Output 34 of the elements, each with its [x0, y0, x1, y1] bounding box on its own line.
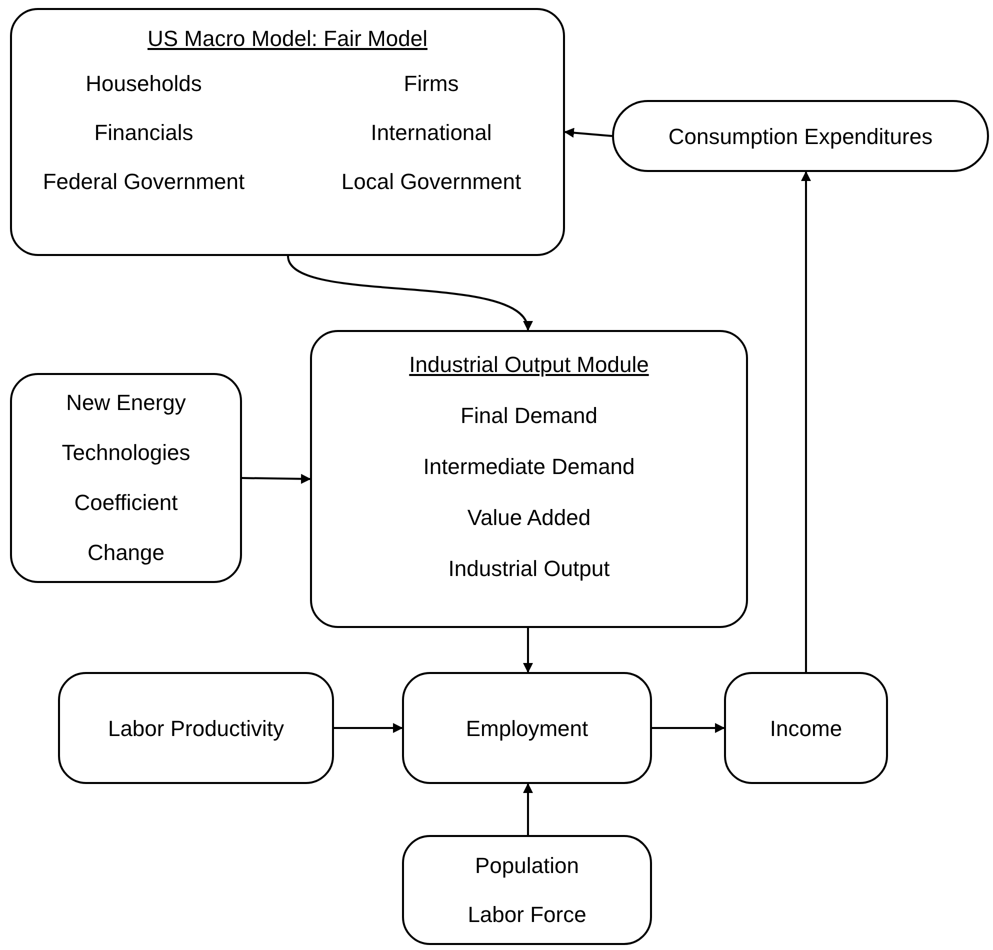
node-text: Financials [93, 119, 194, 147]
arrow [334, 723, 403, 733]
node-text: Value Added [467, 504, 591, 532]
process-box [10, 373, 242, 583]
node-text: Federal Government [42, 168, 246, 196]
node-text: Income [770, 714, 842, 742]
process-box [58, 672, 334, 784]
node-text: Employment [466, 714, 588, 743]
arrow [287, 256, 530, 331]
process-box [724, 672, 888, 784]
arrow [242, 474, 311, 484]
process-box [10, 8, 565, 256]
node-text: Final Demand [460, 402, 598, 430]
process-box [310, 330, 748, 628]
node-text: Intermediate Demand [423, 453, 635, 481]
node-text: International [370, 119, 493, 147]
arrow [652, 723, 725, 733]
node-text: Labor Force [468, 901, 586, 929]
heading-text: US Macro Model: Fair Model [148, 25, 428, 53]
node-text: Consumption Expenditures [668, 122, 933, 151]
node-text: Industrial Output [448, 555, 610, 583]
node-text: New Energy Technologies Coefficient Change [60, 389, 192, 567]
node-text: Firms [402, 70, 460, 98]
node-text: Labor Productivity [108, 714, 284, 743]
arrow [523, 783, 533, 835]
arrow [523, 628, 533, 673]
process-box [402, 835, 652, 945]
arrow [564, 128, 612, 138]
node-text: Local Government [340, 168, 522, 196]
node-text: Households [84, 70, 203, 98]
arrow [801, 171, 811, 672]
heading-text: Industrial Output Module [409, 351, 649, 379]
process-box [402, 672, 652, 784]
node-text: Population [475, 852, 579, 880]
